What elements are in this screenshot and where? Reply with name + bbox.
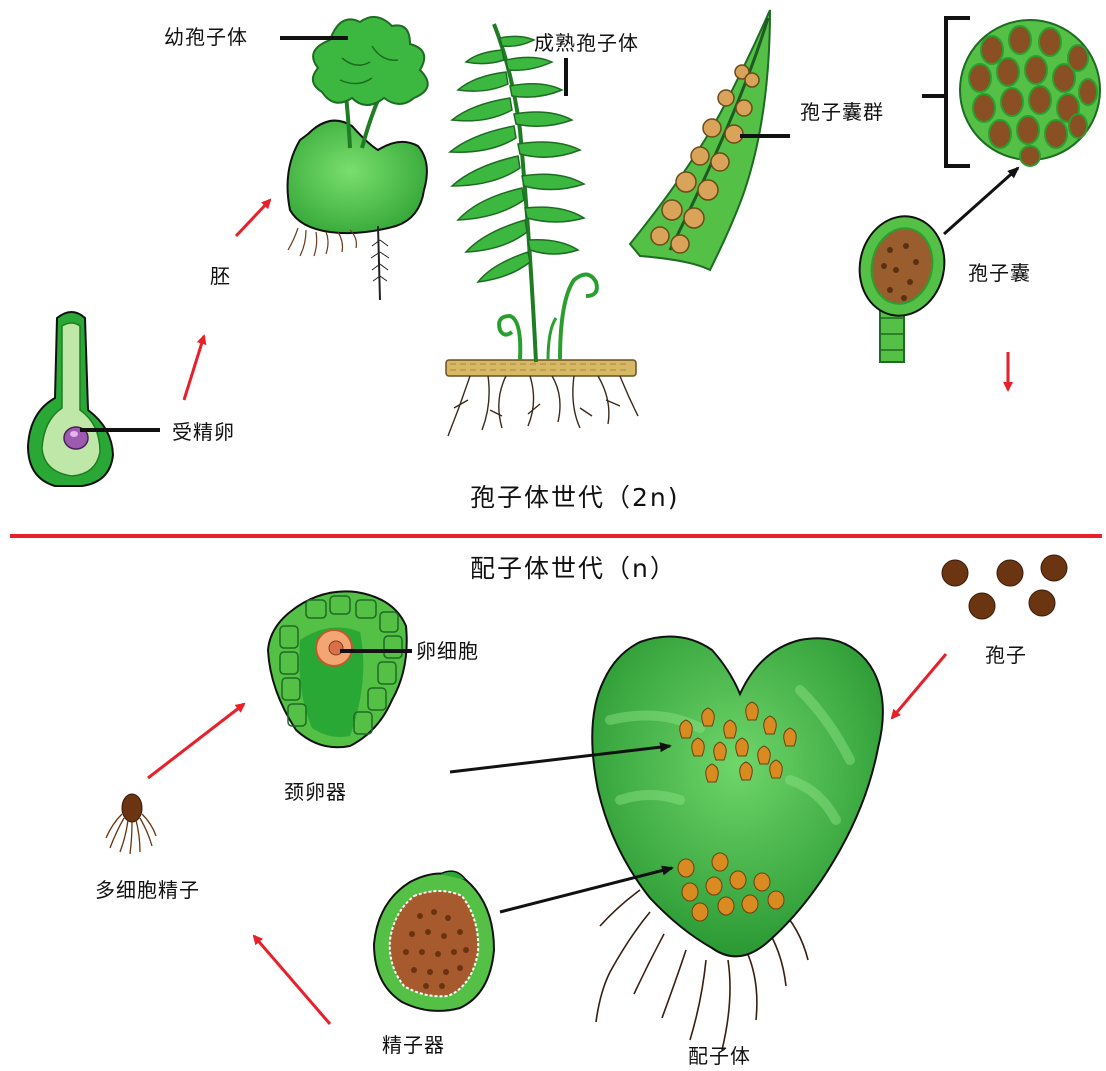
- mature-sporophyte-illustration: [446, 24, 638, 436]
- antheridium-illustration: [374, 871, 494, 1011]
- label-young-sporophyte: 幼孢子体: [164, 27, 248, 47]
- zygote-archegonium-illustration: [28, 312, 113, 486]
- label-mature-sporophyte: 成熟孢子体: [534, 33, 639, 53]
- leader-lines: [80, 38, 790, 651]
- spores-illustration: [942, 555, 1067, 619]
- label-embryo: 胚: [210, 266, 231, 286]
- label-gametophyte: 配子体: [688, 1046, 751, 1066]
- label-antheridium: 精子器: [382, 1035, 445, 1055]
- sperm-illustration: [106, 794, 156, 854]
- label-sporangium: 孢子囊: [968, 263, 1031, 283]
- label-zygote: 受精卵: [172, 422, 235, 442]
- sori-pinna-illustration: [630, 10, 770, 270]
- gametophyte-illustration: [592, 637, 883, 1050]
- sporangium-illustration: [851, 208, 954, 362]
- title-gametophyte-generation: 配子体世代（n）: [470, 556, 677, 581]
- sorus-cluster-illustration: [922, 18, 1100, 166]
- young-sporophyte-illustration: [288, 17, 428, 300]
- label-archegonium: 颈卵器: [284, 782, 347, 802]
- label-sorus: 孢子囊群: [800, 102, 884, 122]
- label-egg-cell: 卵细胞: [416, 641, 479, 661]
- archegonium-illustration: [268, 591, 407, 747]
- title-sporophyte-generation: 孢子体世代（2n): [470, 485, 680, 510]
- label-spores: 孢子: [985, 645, 1027, 665]
- label-multiflagellate-sperm: 多细胞精子: [95, 880, 200, 900]
